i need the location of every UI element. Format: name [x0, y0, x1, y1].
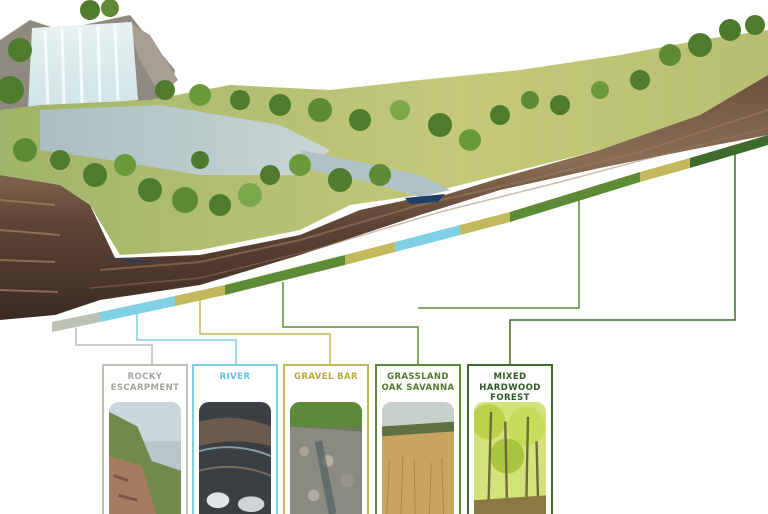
zone-label: GRAVEL BAR: [294, 372, 358, 382]
band-forest: [690, 135, 768, 168]
band-rocky-escarpment: [52, 312, 100, 332]
zone-label: GRASSLAND OAK SAVANNA: [381, 372, 455, 393]
zone-card-grassland-oak-savanna: GRASSLAND OAK SAVANNA: [375, 364, 461, 514]
river-channel-right: [405, 194, 445, 204]
waterfall: [28, 22, 138, 110]
grassland-photo: [382, 402, 454, 514]
zone-card-rocky-escarpment: ROCKY ESCARPMENT: [102, 364, 188, 514]
zone-band: [52, 135, 768, 332]
leader-grassland-a: [282, 282, 419, 364]
trees: [0, 0, 765, 216]
leader-river: [136, 312, 237, 364]
river-channel-left: [105, 255, 160, 262]
waterfall-pool: [40, 105, 330, 175]
band-grassland-2: [510, 172, 640, 222]
zone-card-mixed-hardwood-forest: MIXED HARDWOOD FOREST: [467, 364, 553, 514]
river-photo: [199, 402, 271, 514]
zone-label: MIXED HARDWOOD FOREST: [479, 372, 541, 403]
band-grassland-1: [225, 255, 345, 295]
band-river-2: [395, 225, 460, 252]
zone-card-river: RIVER: [192, 364, 278, 514]
leader-rocky: [75, 328, 153, 364]
forest-photo: [474, 402, 546, 514]
band-river-1: [100, 296, 175, 322]
gravel-bar-photo: [290, 402, 362, 514]
rocky-escarpment-photo: [109, 402, 181, 514]
leader-lines: [75, 150, 736, 364]
band-gravel-2: [345, 242, 395, 265]
leader-forest: [509, 150, 736, 364]
zone-label: ROCKY ESCARPMENT: [110, 372, 180, 393]
band-gravel-3: [460, 212, 510, 235]
leader-gravel: [199, 300, 331, 364]
band-gravel-1: [175, 285, 225, 306]
band-gravel-4: [640, 158, 690, 182]
leader-grassland-b: [418, 195, 580, 309]
zone-card-gravel-bar: GRAVEL BAR: [283, 364, 369, 514]
zone-label: RIVER: [219, 372, 251, 382]
soil-strata: [0, 75, 768, 320]
